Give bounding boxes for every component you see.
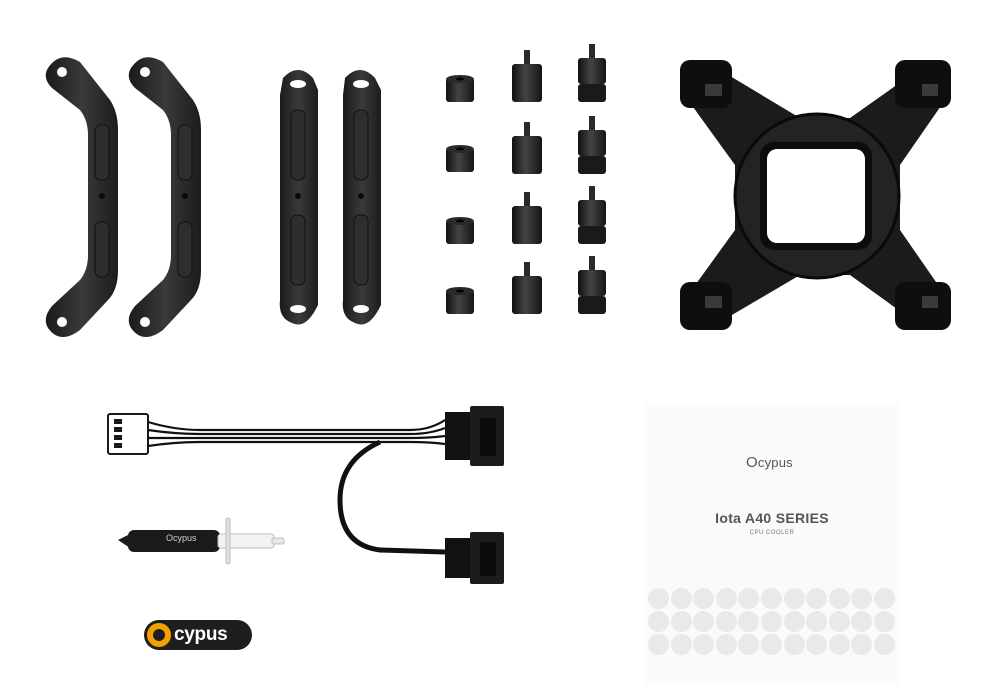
manual-brand: Ocypus (746, 454, 793, 471)
logo-text: cypus (174, 624, 228, 645)
ocypus-logo: cypus (144, 620, 252, 650)
curved-bracket-left (45, 57, 118, 338)
nut-column (446, 75, 474, 314)
manual-brand-o-mark: O (746, 454, 758, 471)
sticker-dot (648, 611, 669, 632)
sticker-dot (693, 634, 715, 655)
sticker-dot (783, 588, 805, 609)
sticker-dot (715, 611, 737, 632)
sticker-dot (851, 634, 873, 655)
sticker-dot (760, 634, 782, 655)
standoff-column-b (578, 44, 606, 314)
sticker-dot (806, 588, 828, 609)
sticker-dot (738, 634, 760, 655)
sticker-dot (715, 634, 737, 655)
sticker-dot (828, 588, 850, 609)
curved-bracket-right (128, 57, 201, 338)
sticker-dot (873, 588, 895, 609)
standoff-column-a (512, 50, 542, 314)
sticker-dot (851, 611, 873, 632)
sticker-sheet (646, 588, 900, 655)
sticker-dot (670, 588, 692, 609)
syringe-label: Ocypus (166, 533, 197, 543)
sticker-dot (693, 611, 715, 632)
backplate (680, 60, 951, 330)
sticker-dot (828, 634, 850, 655)
sticker-dot (738, 588, 760, 609)
sticker-dot (648, 588, 669, 609)
straight-bracket-right (342, 70, 381, 325)
sticker-dot (715, 588, 737, 609)
sticker-dot (783, 611, 805, 632)
sticker-dot (851, 588, 873, 609)
sticker-dot (738, 611, 760, 632)
sticker-dot (670, 634, 692, 655)
fan-splitter-cable (107, 406, 504, 584)
sticker-dot (648, 634, 669, 655)
sticker-dot (760, 611, 782, 632)
manual-title: Iota A40 SERIES (715, 510, 829, 526)
sticker-dot (670, 611, 692, 632)
manual-subtitle: CPU COOLER (749, 530, 795, 536)
logo-ring-icon (147, 623, 171, 647)
sticker-dot (828, 611, 850, 632)
sticker-dot (873, 634, 895, 655)
sticker-dot (806, 634, 828, 655)
straight-bracket-left (279, 70, 318, 325)
sticker-dot (693, 588, 715, 609)
sticker-dot (783, 634, 805, 655)
manual-brand-text: cypus (757, 455, 793, 470)
sticker-dot (760, 588, 782, 609)
sticker-dot (806, 611, 828, 632)
manual-booklet: Ocypus Iota A40 SERIES CPU COOLER (646, 406, 898, 682)
sticker-dot (873, 611, 895, 632)
thermal-paste-syringe (118, 517, 285, 565)
